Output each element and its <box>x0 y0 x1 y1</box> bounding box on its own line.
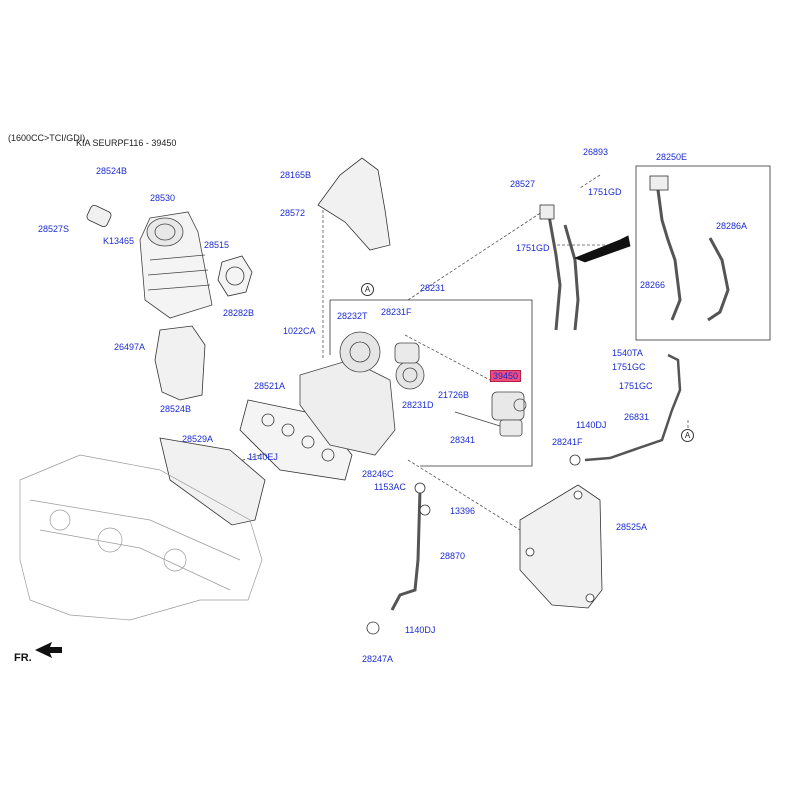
part-label-28529a[interactable]: 28529A <box>182 434 214 444</box>
part-label-21726b[interactable]: 21726B <box>438 390 470 400</box>
turbo-assembly-box <box>330 299 533 467</box>
reference-arrow <box>573 235 631 263</box>
front-label: FR. <box>14 652 32 664</box>
part-label-28241f[interactable]: 28241F <box>552 437 583 447</box>
catalytic-converter <box>139 211 213 319</box>
part-label-28530[interactable]: 28530 <box>150 193 176 203</box>
part-label-28515[interactable]: 28515 <box>204 240 230 250</box>
turbo-heat-shield <box>519 484 603 609</box>
part-label-28524b-bottom[interactable]: 28524B <box>160 404 192 414</box>
part-label-28282b[interactable]: 28282B <box>223 308 255 318</box>
part-label-28286a[interactable]: 28286A <box>716 221 748 231</box>
part-label-13396[interactable]: 13396 <box>450 506 476 516</box>
model-ref-header: KIA SEURPF116 - 39450 <box>76 138 177 148</box>
part-label-28246c[interactable]: 28246C <box>362 469 394 479</box>
part-label-1751gc-a[interactable]: 1751GC <box>612 362 646 372</box>
part-label-1140ej[interactable]: 1140EJ <box>248 452 278 462</box>
gasket-28282b <box>217 255 253 297</box>
part-label-26497a[interactable]: 26497A <box>114 342 146 352</box>
part-label-28527[interactable]: 28527 <box>510 179 536 189</box>
part-label-28524b-top[interactable]: 28524B <box>96 166 128 176</box>
part-label-1751gd-b[interactable]: 1751GD <box>516 243 550 253</box>
part-label-28250e[interactable]: 28250E <box>656 152 688 162</box>
part-label-28527s[interactable]: 28527S <box>38 224 70 234</box>
part-label-26831[interactable]: 26831 <box>624 412 650 422</box>
gasket-28527s <box>86 205 112 227</box>
engine-header: (1600CC>TCI/GDI) <box>8 133 86 143</box>
part-label-1540ta[interactable]: 1540TA <box>612 348 643 358</box>
part-label-28341[interactable]: 28341 <box>450 435 476 445</box>
part-label-28247a[interactable]: 28247A <box>362 654 394 664</box>
part-label-28165b[interactable]: 28165B <box>280 170 312 180</box>
part-label-1140dj-bottom[interactable]: 1140DJ <box>405 625 436 635</box>
part-label-1022ca[interactable]: 1022CA <box>283 326 316 336</box>
callout-a-right: A <box>681 429 694 442</box>
front-arrow-icon <box>35 642 62 658</box>
part-label-1140dj-mid[interactable]: 1140DJ <box>576 420 607 430</box>
hose-group-box <box>635 165 771 341</box>
part-label-1153ac[interactable]: 1153AC <box>374 482 406 492</box>
part-label-39450[interactable]: 39450 <box>490 370 522 382</box>
part-label-28231d[interactable]: 28231D <box>402 400 434 410</box>
part-label-28572[interactable]: 28572 <box>280 208 306 218</box>
upper-heat-shield-28572 <box>317 157 391 251</box>
part-label-28525a[interactable]: 28525A <box>616 522 648 532</box>
part-label-28232t[interactable]: 28232T <box>337 311 368 321</box>
part-label-26893[interactable]: 26893 <box>583 147 609 157</box>
coolant-pipe <box>546 209 562 331</box>
hoses-28266 <box>656 189 730 322</box>
part-label-28266[interactable]: 28266 <box>640 280 666 290</box>
part-label-28870[interactable]: 28870 <box>440 551 466 561</box>
wastegate-actuator <box>454 391 527 437</box>
part-label-28521a[interactable]: 28521A <box>254 381 286 391</box>
part-label-1751gc-b[interactable]: 1751GC <box>619 381 653 391</box>
part-label-k13465[interactable]: K13465 <box>103 236 135 246</box>
part-label-28231[interactable]: 28231 <box>420 283 446 293</box>
lower-shield-28529a <box>159 437 266 526</box>
engine-block-outline <box>19 454 263 621</box>
heat-shield-26497a <box>154 325 206 401</box>
turbocharger <box>299 331 425 456</box>
part-label-28231f[interactable]: 28231F <box>381 307 412 317</box>
callout-a-top: A <box>361 283 374 296</box>
part-label-1751gd-a[interactable]: 1751GD <box>588 187 622 197</box>
oil-feed-line <box>584 353 682 462</box>
oil-return-pipe <box>390 489 422 611</box>
